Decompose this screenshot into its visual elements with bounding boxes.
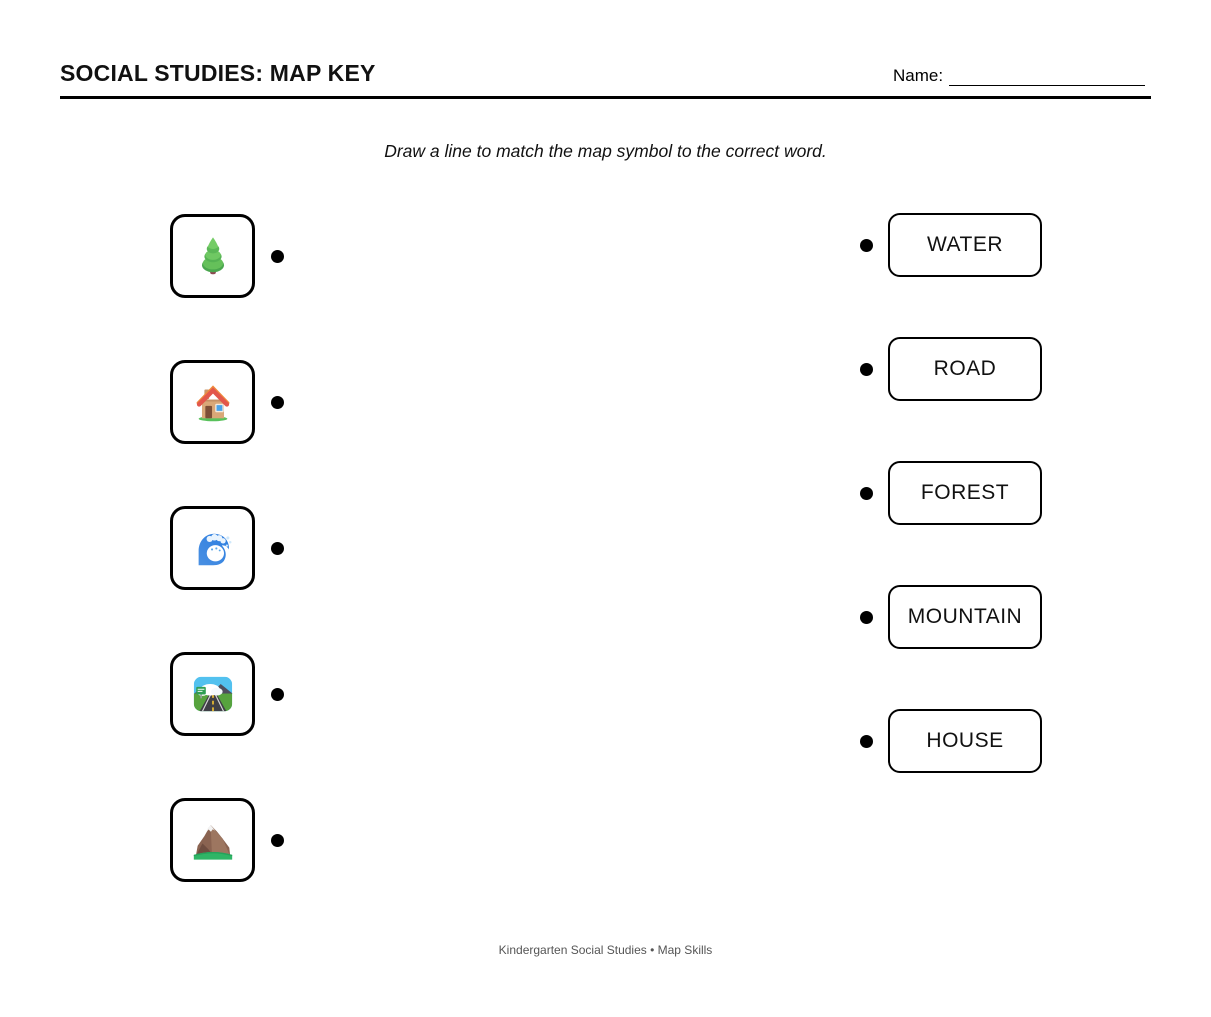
match-dot-tree[interactable] (271, 249, 284, 263)
symbol-box-tree[interactable] (170, 214, 255, 298)
match-dot-mountain[interactable] (271, 833, 284, 847)
symbol-box-road[interactable] (170, 652, 255, 736)
match-dot-road-word[interactable] (860, 362, 873, 376)
water-wave-icon (190, 525, 236, 571)
word-box-water[interactable]: WATER (888, 213, 1042, 277)
symbol-item-road (170, 652, 284, 736)
motorway-road-icon (190, 671, 236, 717)
symbol-item-tree (170, 214, 284, 298)
word-item-mountain: MOUNTAIN (860, 585, 1042, 649)
match-dot-wave[interactable] (271, 541, 284, 555)
evergreen-tree-icon (190, 233, 236, 279)
symbol-item-wave (170, 506, 284, 590)
word-box-forest[interactable]: FOREST (888, 461, 1042, 525)
footer-text: Kindergarten Social Studies • Map Skills (498, 943, 713, 957)
match-dot-road[interactable] (271, 687, 284, 701)
word-label: FOREST (920, 481, 1010, 504)
word-label: ROAD (933, 357, 997, 380)
match-dot-water[interactable] (860, 238, 873, 252)
match-dot-mountain-word[interactable] (860, 610, 873, 624)
snow-capped-mountain-icon (190, 817, 236, 863)
name-field: Name: (893, 66, 1146, 86)
page-title: SOCIAL STUDIES: MAP KEY (60, 60, 376, 86)
word-box-road[interactable]: ROAD (888, 337, 1042, 401)
word-item-road: ROAD (860, 337, 1042, 401)
symbol-item-house (170, 360, 284, 444)
instruction-text: Draw a line to match the map symbol to t… (384, 141, 827, 161)
word-label: MOUNTAIN (907, 605, 1023, 628)
match-dot-house[interactable] (271, 395, 284, 409)
word-box-house[interactable]: HOUSE (888, 709, 1042, 773)
name-input-line[interactable] (949, 70, 1146, 86)
symbol-box-mountain[interactable] (170, 798, 255, 882)
match-dot-forest[interactable] (860, 486, 873, 500)
symbol-box-house[interactable] (170, 360, 255, 444)
name-label: Name: (893, 66, 944, 85)
word-item-water: WATER (860, 213, 1042, 277)
word-box-mountain[interactable]: MOUNTAIN (888, 585, 1042, 649)
symbol-box-wave[interactable] (170, 506, 255, 590)
word-item-forest: FOREST (860, 461, 1042, 525)
word-label: WATER (927, 233, 1003, 256)
match-dot-house-word[interactable] (860, 734, 873, 748)
word-label: HOUSE (926, 729, 1004, 752)
word-item-house: HOUSE (860, 709, 1042, 773)
symbol-item-mountain (170, 798, 284, 882)
header-divider (60, 96, 1151, 99)
house-icon (190, 379, 236, 425)
